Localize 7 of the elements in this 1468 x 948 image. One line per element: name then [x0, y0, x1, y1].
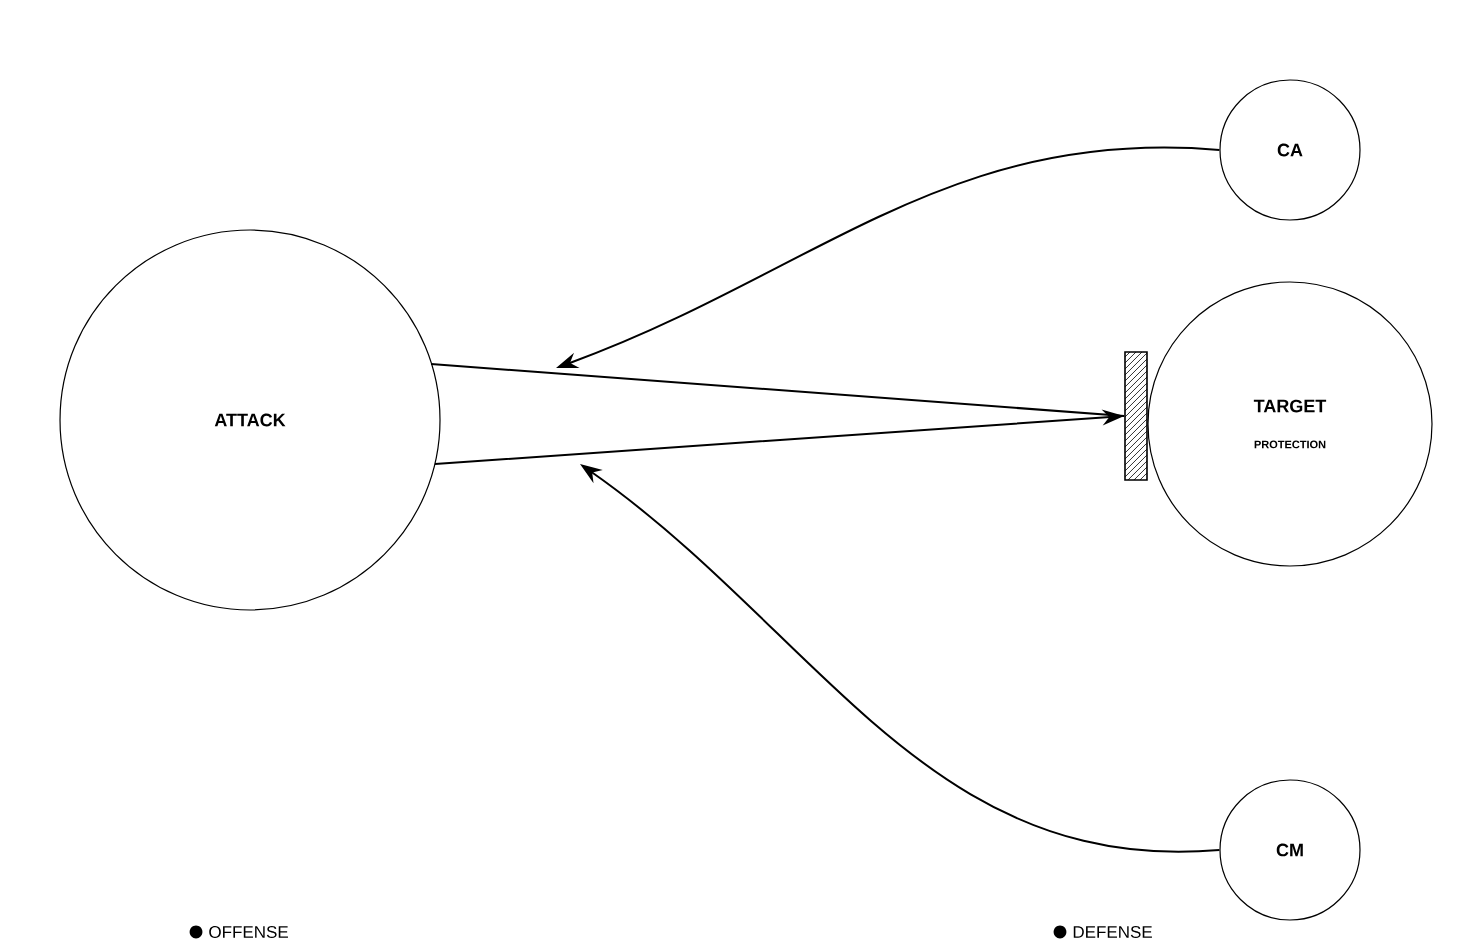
beam-arrow	[430, 363, 1126, 465]
circle-node: ATTACK	[59, 229, 441, 611]
shield-bar	[1124, 351, 1148, 481]
legend-label: OFFENSE	[209, 926, 288, 938]
circle-node: CA	[1219, 79, 1361, 221]
circle-node: CM	[1219, 779, 1361, 921]
legend-label: DEFENSE	[1073, 926, 1152, 938]
